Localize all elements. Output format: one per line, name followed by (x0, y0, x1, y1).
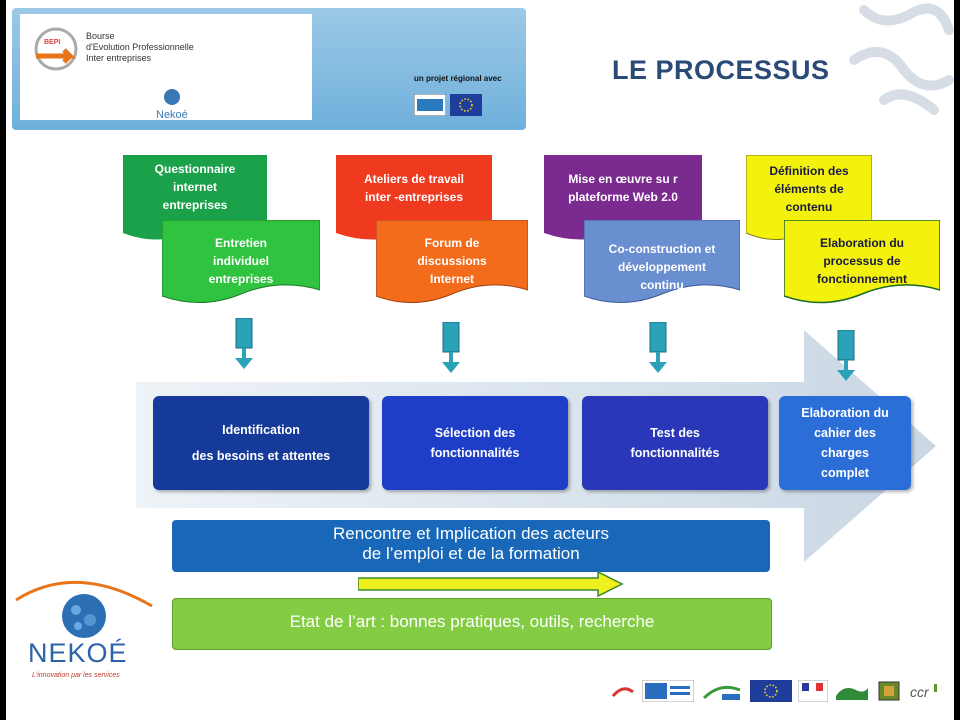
down-arrow-icon-2 (442, 322, 460, 373)
region-centre-logo-icon (642, 680, 694, 702)
nekoe-logo-icon (14, 580, 156, 708)
bepi-logo-icon: BEPI (34, 27, 78, 71)
bepi-name: Bourse d'Evolution Professionnelle Inter… (86, 31, 194, 63)
footer-partner-logos: ccr (610, 680, 940, 702)
down-arrow-icon-1 (235, 318, 253, 369)
projet-label: un projet régional avec (414, 74, 502, 83)
bar-etat-art: Etat de l’art : bonnes pratiques, outils… (172, 598, 772, 650)
doc-col4-bottom (784, 220, 940, 304)
green-logo-icon (878, 681, 900, 701)
puzzle-decoration-icon (849, 3, 954, 115)
slide: BEPI Bourse d'Evolution Professionnelle … (6, 0, 954, 720)
down-arrow-icon-3 (649, 322, 667, 373)
nekoe-small-logo: Nekoé (156, 88, 188, 121)
down-arrow-icon-4 (837, 330, 855, 381)
bar-rencontre: Rencontre et Implication des acteurs de … (172, 520, 770, 572)
doc-col2-bottom (376, 220, 528, 304)
europe-logo-icon (700, 680, 744, 702)
nekoe-globe-icon (163, 89, 180, 105)
eu-logo-icon (610, 680, 636, 702)
map-logo-icon (836, 688, 868, 700)
svg-text:BEPI: BEPI (44, 39, 60, 46)
yellow-arrow-icon (358, 570, 624, 598)
republique-logo-icon (798, 680, 828, 702)
doc-col3-bottom (584, 220, 740, 303)
doc-col2-top (336, 155, 492, 240)
eu-flag-logo-icon (750, 680, 792, 702)
eu-flag-icon (450, 94, 482, 116)
doc-col1-bottom (162, 220, 320, 303)
nekoe-wordmark: NEKOÉ (28, 638, 128, 668)
nekoe-tagline: L'innovation par les services (32, 672, 120, 679)
partner-flags (414, 94, 482, 116)
doc-col1-top (123, 155, 267, 240)
doc-col3-top (544, 155, 702, 240)
region-logo-icon (414, 94, 446, 116)
svg-text:ccr: ccr (910, 684, 930, 700)
ccr-logo-icon: ccr (910, 684, 937, 700)
slide-title: LE PROCESSUS (612, 55, 830, 85)
